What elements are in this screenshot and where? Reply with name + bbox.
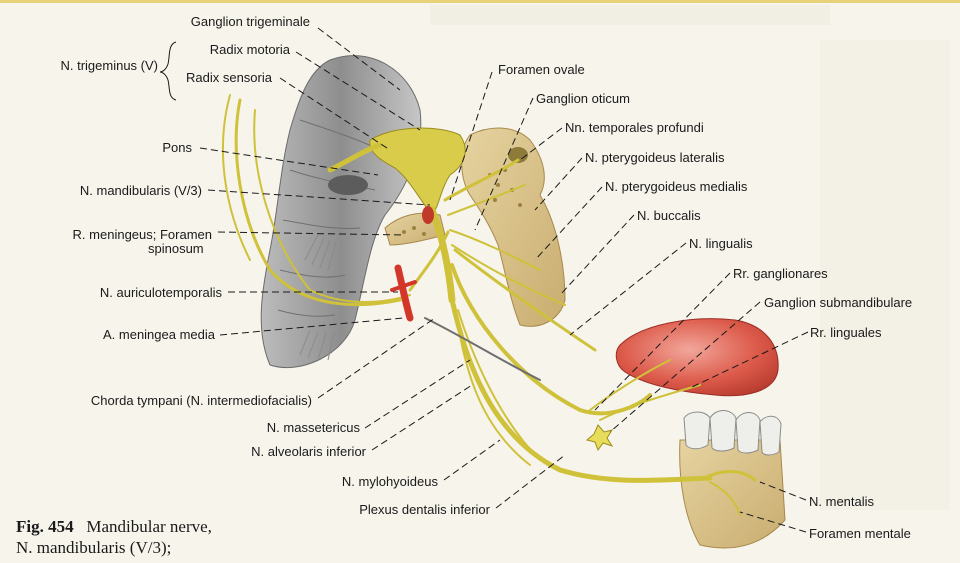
label-radix-motoria: Radix motoria bbox=[209, 42, 290, 57]
label-r-meningeus: R. meningeus; Foramen bbox=[72, 227, 212, 242]
label-foramen-ovale: Foramen ovale bbox=[498, 62, 585, 77]
label-chorda-tympani: Chorda tympani (N. intermediofacialis) bbox=[90, 393, 312, 408]
label-n-mylohyoideus: N. mylohyoideus bbox=[341, 474, 438, 489]
background-overlay bbox=[430, 5, 830, 25]
label-rr-linguales: Rr. linguales bbox=[810, 325, 882, 340]
leader-lines bbox=[199, 27, 809, 533]
label-n-lingualis: N. lingualis bbox=[689, 236, 753, 251]
figure-caption: Fig. 454 Mandibular nerve, N. mandibular… bbox=[16, 516, 212, 558]
label-ganglion-submandibulare: Ganglion submandibulare bbox=[764, 295, 913, 310]
label-ganglion-oticum: Ganglion oticum bbox=[536, 91, 630, 106]
tongue bbox=[615, 318, 779, 397]
figure-number: Fig. 454 bbox=[16, 517, 74, 536]
submandibular-ganglion bbox=[585, 424, 614, 452]
label-n-pterygoideus-medialis: N. pterygoideus medialis bbox=[605, 179, 748, 194]
foramen-spinosum-vessel bbox=[422, 206, 434, 224]
label-n-pterygoideus-lateralis: N. pterygoideus lateralis bbox=[585, 150, 725, 165]
label-rr-ganglionares: Rr. ganglionares bbox=[733, 266, 828, 281]
trigeminal-ganglion bbox=[369, 127, 466, 216]
label-n-auriculotemporalis: N. auriculotemporalis bbox=[99, 285, 222, 300]
label-radix-sensoria: Radix sensoria bbox=[186, 70, 272, 85]
figure-title-line1: Mandibular nerve, bbox=[86, 517, 212, 536]
label-foramen-mentale: Foramen mentale bbox=[809, 526, 911, 541]
label-pons: Pons bbox=[162, 140, 192, 155]
middle-meningeal-artery bbox=[390, 264, 417, 322]
label-n-massetericus: N. massetericus bbox=[266, 420, 360, 435]
label-n-alveolaris-inferior: N. alveolaris inferior bbox=[251, 444, 366, 459]
label-a-meningea-media: A. meningea media bbox=[102, 327, 215, 342]
label-n-mandibularis: N. mandibularis (V/3) bbox=[79, 183, 202, 198]
label-n-mentalis: N. mentalis bbox=[809, 494, 875, 509]
background-overlay bbox=[820, 40, 950, 510]
mandible-fragment bbox=[679, 439, 786, 549]
label-n-trigeminus: N. trigeminus (V) bbox=[60, 58, 158, 73]
nerve-branches bbox=[222, 94, 757, 516]
figure-title-line2: N. mandibularis (V/3); bbox=[16, 538, 172, 557]
lower-teeth bbox=[683, 410, 782, 456]
label-r-meningeus-line2: spinosum bbox=[148, 241, 204, 256]
label-ganglion-trigeminale: Ganglion trigeminale bbox=[190, 14, 310, 29]
top-border bbox=[0, 0, 960, 3]
brainstem-pons bbox=[260, 55, 422, 369]
label-plexus-dentalis-inferior: Plexus dentalis inferior bbox=[359, 502, 490, 517]
brace-bracket bbox=[159, 41, 177, 101]
label-nn-temporales-profundi: Nn. temporales profundi bbox=[565, 120, 704, 135]
label-n-buccalis: N. buccalis bbox=[637, 208, 701, 223]
